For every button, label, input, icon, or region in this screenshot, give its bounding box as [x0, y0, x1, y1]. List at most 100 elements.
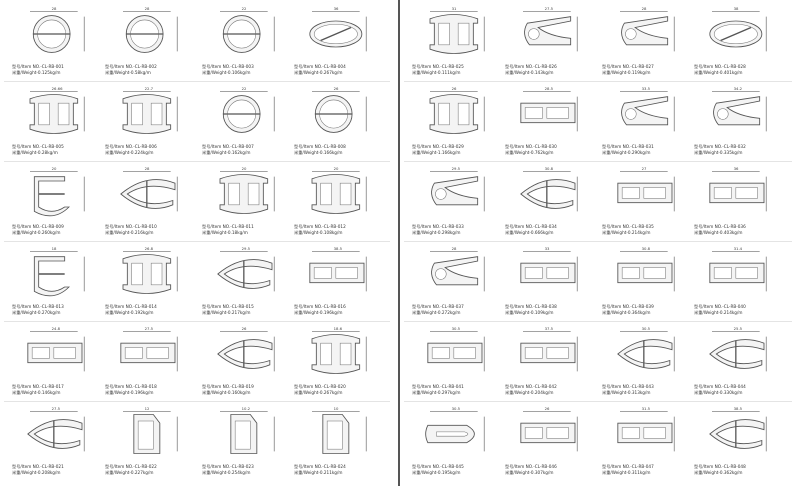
item-number: CL-RB-045 [441, 464, 464, 469]
weight-label: 米重/Weight- [202, 310, 228, 315]
item-weight: 0.109kg/m [530, 310, 554, 315]
svg-text:10.2: 10.2 [242, 406, 251, 411]
item-number: CL-RB-036 [723, 224, 746, 229]
item-number: CL-RB-040 [723, 304, 746, 309]
item-weight: 0.214kg/m [719, 310, 743, 315]
item-weight: 0.192kg/m [130, 310, 154, 315]
item-number: CL-RB-008 [323, 144, 346, 149]
profile-drawing-icon: 27 [617, 166, 675, 212]
profile-drawing-icon: 26 [312, 86, 367, 133]
item-number-label: 型号/Item NO.- [105, 224, 135, 229]
profile-drawing-icon: 29.5 [217, 246, 275, 292]
svg-text:36: 36 [734, 166, 739, 171]
item-weight: 0.362kg/m [719, 470, 743, 475]
item-weight: 0.290kg/m [627, 150, 651, 155]
item-number: CL-RB-019 [231, 384, 254, 389]
weight-label: 米重/Weight- [505, 230, 531, 235]
item-number: CL-RB-029 [441, 144, 464, 149]
svg-text:37.5: 37.5 [545, 326, 554, 331]
svg-text:22: 22 [242, 6, 247, 11]
item-weight: 0.204kg/m [530, 390, 554, 395]
svg-text:20: 20 [242, 166, 247, 171]
item-number: CL-RB-031 [631, 144, 654, 149]
item-weight: 0.267kg/m [319, 390, 343, 395]
weight-label: 米重/Weight- [105, 470, 131, 475]
weight-label: 米重/Weight- [412, 150, 438, 155]
profile-drawing-icon: 31 [429, 6, 485, 54]
item-weight: 0.216kg/m [130, 230, 154, 235]
item-number: CL-RB-022 [134, 464, 157, 469]
item-number: CL-RB-030 [534, 144, 557, 149]
profile-drawing-icon: 31.5 [617, 406, 675, 452]
profile-drawing-icon: 28 [620, 6, 675, 52]
svg-text:33: 33 [545, 246, 550, 251]
profile-drawing-icon: 33 [520, 246, 578, 292]
item-number: CL-RB-016 [323, 304, 346, 309]
item-number: CL-RB-038 [534, 304, 557, 309]
weight-label: 米重/Weight- [602, 470, 628, 475]
profile-drawing-icon: 20 [29, 166, 85, 217]
item-number-label: 型号/Item NO.- [412, 384, 442, 389]
svg-text:26: 26 [334, 86, 339, 91]
item-weight: 0.217kg/m [227, 310, 251, 315]
item-weight: 0.272kg/m [437, 310, 461, 315]
item-number: CL-RB-042 [534, 384, 557, 389]
svg-text:27.5: 27.5 [145, 326, 154, 331]
weight-label: 米重/Weight- [694, 310, 720, 315]
svg-text:38.5: 38.5 [334, 246, 343, 251]
svg-text:31: 31 [452, 6, 457, 11]
item-number: CL-RB-021 [41, 464, 64, 469]
item-number-label: 型号/Item NO.- [105, 464, 135, 469]
svg-text:24.8: 24.8 [52, 326, 61, 331]
row-separator [404, 241, 792, 242]
svg-text:26: 26 [242, 326, 247, 331]
item-number: CL-RB-037 [441, 304, 464, 309]
item-weight: 0.307kg/m [530, 470, 554, 475]
item-number: CL-RB-027 [631, 64, 654, 69]
item-weight: 0.298kg/m [437, 230, 461, 235]
item-number-label: 型号/Item NO.- [412, 224, 442, 229]
profile-drawing-icon: 28 [29, 6, 85, 53]
svg-text:30.5: 30.5 [452, 326, 461, 331]
profile-drawing-icon: 10 [312, 406, 367, 454]
item-number: CL-RB-032 [723, 144, 746, 149]
weight-label: 米重/Weight- [105, 70, 131, 75]
profile-drawing-icon: 22.7 [122, 86, 178, 134]
row-separator [404, 401, 792, 402]
weight-label: 米重/Weight- [505, 310, 531, 315]
item-weight: 0.224kg/m [130, 150, 154, 155]
weight-label: 米重/Weight- [294, 310, 320, 315]
item-number-label: 型号/Item NO.- [694, 144, 724, 149]
weight-label: 米重/Weight- [505, 470, 531, 475]
svg-text:27.5: 27.5 [52, 406, 61, 411]
profile-drawing-icon: 27.5 [27, 406, 85, 452]
item-number: CL-RB-039 [631, 304, 654, 309]
item-number: CL-RB-023 [231, 464, 254, 469]
item-weight: 0.270kg/m [37, 310, 61, 315]
item-number: CL-RB-015 [231, 304, 254, 309]
profile-drawing-icon: 36 [709, 166, 767, 212]
profile-drawing-icon: 27.5 [523, 6, 578, 52]
item-number: CL-RB-013 [41, 304, 64, 309]
profile-drawing-icon: 30.8 [520, 166, 578, 212]
